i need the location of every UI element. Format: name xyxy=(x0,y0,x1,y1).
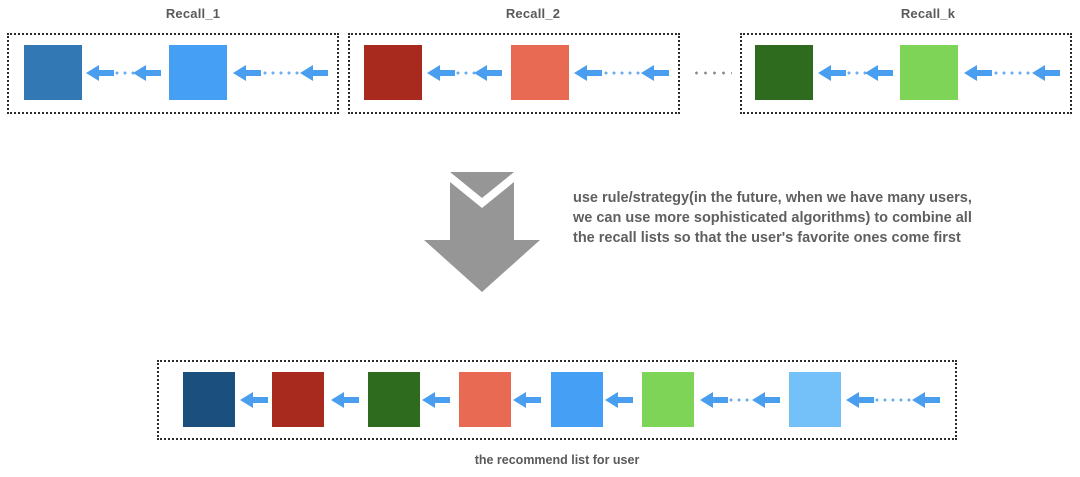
item-blue-light[interactable] xyxy=(169,45,227,100)
flow-arrow-left-res-3 xyxy=(513,390,541,410)
flow-arrow-left-res-7 xyxy=(846,390,874,410)
flow-arrow-left-g2-3 xyxy=(641,63,669,83)
flow-arrow-left-g3-2 xyxy=(964,63,992,83)
merge-down-arrow xyxy=(422,172,542,297)
dotted-connector-g1-0 xyxy=(113,71,135,75)
recommend-list-container xyxy=(157,360,957,440)
recall-group-label-1: Recall_1 xyxy=(165,6,221,21)
recall-group-container-1 xyxy=(7,33,339,114)
result-item-green-light[interactable] xyxy=(642,372,694,427)
flow-arrow-left-g1-0 xyxy=(86,63,114,83)
flow-arrow-left-res-0 xyxy=(240,390,268,410)
group-gap-dots-1 xyxy=(692,71,732,75)
flow-arrow-left-g3-1 xyxy=(865,63,893,83)
flow-arrow-left-res-4 xyxy=(605,390,633,410)
recall-group-label-3: Recall_k xyxy=(900,6,956,21)
dotted-connector-res-1 xyxy=(873,398,913,402)
recommend-list-caption: the recommend list for user xyxy=(474,453,640,467)
dotted-connector-g2-0 xyxy=(454,71,476,75)
flow-arrow-left-res-2 xyxy=(422,390,450,410)
flow-arrow-left-g3-0 xyxy=(818,63,846,83)
flow-arrow-left-g1-1 xyxy=(133,63,161,83)
flow-arrow-left-res-1 xyxy=(331,390,359,410)
item-blue-dark[interactable] xyxy=(24,45,82,100)
flow-arrow-left-g2-2 xyxy=(574,63,602,83)
result-item-salmon[interactable] xyxy=(459,372,511,427)
dotted-connector-res-0 xyxy=(727,398,753,402)
merge-strategy-description: use rule/strategy(in the future, when we… xyxy=(573,190,972,246)
recall-group-container-3 xyxy=(740,33,1072,114)
result-item-navy[interactable] xyxy=(183,372,235,427)
item-green-dark[interactable] xyxy=(755,45,813,100)
flow-arrow-left-g2-0 xyxy=(427,63,455,83)
result-item-blue-sky[interactable] xyxy=(789,372,841,427)
dotted-connector-g3-1 xyxy=(992,71,1032,75)
flow-arrow-left-res-6 xyxy=(752,390,780,410)
flow-arrow-left-g3-3 xyxy=(1032,63,1060,83)
result-item-red-dark[interactable] xyxy=(272,372,324,427)
result-item-green-dark[interactable] xyxy=(368,372,420,427)
item-red-dark[interactable] xyxy=(364,45,422,100)
dotted-connector-g3-0 xyxy=(845,71,867,75)
result-item-blue-medium[interactable] xyxy=(551,372,603,427)
item-red-salmon[interactable] xyxy=(511,45,569,100)
dotted-connector-g1-1 xyxy=(261,71,301,75)
flow-arrow-left-res-8 xyxy=(912,390,940,410)
recall-group-container-2 xyxy=(348,33,680,114)
recall-group-label-2: Recall_2 xyxy=(505,6,561,21)
item-green-light[interactable] xyxy=(900,45,958,100)
dotted-connector-g2-1 xyxy=(602,71,642,75)
flow-arrow-left-g1-3 xyxy=(300,63,328,83)
flow-arrow-left-res-5 xyxy=(700,390,728,410)
flow-arrow-left-g1-2 xyxy=(233,63,261,83)
flow-arrow-left-g2-1 xyxy=(474,63,502,83)
